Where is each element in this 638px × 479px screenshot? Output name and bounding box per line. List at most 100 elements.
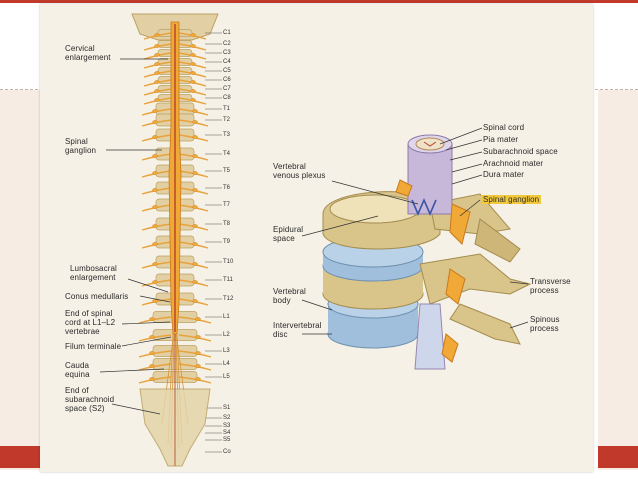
spinal-ganglion-c3-right — [190, 53, 196, 57]
spinal-ganglion-t6-left — [152, 188, 158, 192]
label-transverse-process: Transverse process — [530, 277, 571, 295]
label-dura-mater: Dura mater — [483, 170, 525, 179]
spinal-ganglion-c4-right — [190, 62, 196, 66]
spinal-ganglion-c4-left — [154, 62, 160, 66]
vertebra-label-t9: T9 — [223, 239, 231, 245]
spinal-ganglion-c6-right — [190, 80, 196, 84]
spinal-ganglion-t4-left — [152, 154, 158, 158]
spinal-ganglion-l1-left — [149, 317, 155, 321]
vertebra-label-c2: C2 — [223, 41, 231, 47]
label-spinal-ganglion-highlighted: Spinal ganglion — [481, 195, 542, 204]
vertebra-label-l2: L2 — [223, 332, 230, 338]
vertebra-label-s4: S4 — [223, 430, 231, 436]
vertebra-label-l1: L1 — [223, 314, 230, 320]
label-cervical-enlargement: Cervical enlargement — [65, 44, 111, 62]
label-end-of-subarachnoid-space: End of subarachnoid space (S2) — [65, 386, 115, 413]
label-arachnoid-mater: Arachnoid mater — [483, 159, 544, 168]
label-cauda-equina: Cauda equina — [65, 361, 90, 379]
vertebra-label-t2: T2 — [223, 117, 231, 123]
anatomy-illustration — [99, 13, 532, 467]
spinal-ganglion-l3-right — [195, 351, 201, 355]
bottom-left-accent — [0, 446, 40, 468]
vertebra-label-c5: C5 — [223, 68, 231, 74]
spinal-ganglion-t1-left — [152, 109, 158, 113]
vertebra-label-c1: C1 — [223, 30, 231, 36]
vertebra-label-c8: C8 — [223, 95, 231, 101]
label-spinal-cord: Spinal cord — [483, 123, 525, 132]
spinal-ganglion-t9-right — [192, 242, 198, 246]
spinal-ganglion-c2-right — [190, 44, 196, 48]
spinal-ganglion-l1-right — [195, 317, 201, 321]
left-side-panel — [0, 90, 40, 470]
spinal-ganglion-c5-left — [154, 71, 160, 75]
spinal-ganglion-c8-left — [154, 98, 160, 102]
vertebra-label-t10: T10 — [223, 259, 234, 265]
spinal-ganglion-l2-right — [195, 335, 201, 339]
vertebra-label-t5: T5 — [223, 168, 231, 174]
vertebra-label-t8: T8 — [223, 221, 231, 227]
spinal-ganglion-c6-left — [154, 80, 160, 84]
top-accent-bar — [0, 0, 638, 3]
spinal-ganglion-t1-right — [192, 109, 198, 113]
vertebra-label-c7: C7 — [223, 86, 231, 92]
spinal-ganglion-t2-left — [152, 120, 158, 124]
spinal-ganglion-t7-right — [192, 205, 198, 209]
vertebra-label-s5: S5 — [223, 437, 231, 443]
spinal-ganglion-t5-left — [152, 171, 158, 175]
vertebra-label-l5: L5 — [223, 374, 230, 380]
vertebra-label-t11: T11 — [223, 277, 233, 283]
spinal-ganglion-c7-right — [190, 89, 196, 93]
label-lumbosacral-enlargement: Lumbosacral enlargement — [70, 264, 117, 282]
spinal-ganglion-t8-right — [192, 224, 198, 228]
label-pia-mater: Pia mater — [483, 135, 519, 144]
vertebra-label-t7: T7 — [223, 202, 231, 208]
vertebra-label-t3: T3 — [223, 132, 231, 138]
spinal-ganglion-t11-left — [152, 280, 158, 284]
label-subarachnoid-space: Subarachnoid space — [483, 147, 558, 156]
label-conus-medullaris: Conus medullaris — [65, 292, 129, 301]
vertebra-label-t12: T12 — [223, 296, 234, 302]
label-intervertebral-disc: Intervertebral disc — [273, 321, 322, 339]
spinal-ganglion-t12-right — [192, 299, 198, 303]
spinal-nerves — [138, 32, 212, 384]
spinal-ganglion-l5-right — [195, 377, 201, 381]
vertebra-label-l4: L4 — [223, 361, 230, 367]
vertebra-label-l3: L3 — [223, 348, 230, 354]
spinal-ganglion-t12-left — [152, 299, 158, 303]
vertebra-label-t1: T1 — [223, 106, 231, 112]
vertebrae-cross-section — [322, 134, 532, 370]
spinal-ganglion-c5-right — [190, 71, 196, 75]
label-epidural-space: Epidural space — [273, 225, 304, 243]
spinal-ganglion-l3-left — [149, 351, 155, 355]
label-spinous-process: Spinous process — [530, 315, 560, 333]
spinal-ganglion-l5-left — [149, 377, 155, 381]
vertebra-label-c4: C4 — [223, 59, 231, 65]
spinal-ganglion-t11-right — [192, 280, 198, 284]
label-end-of-spinal-cord: End of spinal cord at L1–L2 vertebrae — [65, 309, 116, 336]
spinal-ganglion-t3-right — [192, 135, 198, 139]
vertebra-label-t4: T4 — [223, 151, 231, 157]
spinal-ganglion-c1-left — [154, 33, 160, 37]
vertebra-label-s3: S3 — [223, 423, 231, 429]
label-filum-terminale: Filum terminale — [65, 342, 122, 351]
bottom-right-accent — [598, 446, 638, 468]
spinal-ganglion-c7-left — [154, 89, 160, 93]
spinal-ganglion-c1-right — [190, 33, 196, 37]
spinal-ganglion-t2-right — [192, 120, 198, 124]
vertebra-label-t6: T6 — [223, 185, 231, 191]
spinal-ganglion-t10-left — [152, 262, 158, 266]
spinal-ganglion-l2-left — [149, 335, 155, 339]
vertebra-label-co: Co — [223, 449, 231, 455]
left-leader-lines — [99, 58, 172, 415]
spinal-ganglion-c2-left — [154, 44, 160, 48]
spinal-ganglion-c8-right — [190, 98, 196, 102]
spinal-ganglion-l4-right — [195, 364, 201, 368]
vertebra-label-s1: S1 — [223, 405, 231, 411]
spinal-ganglion-c3-left — [154, 53, 160, 57]
spinal-ganglion-t8-left — [152, 224, 158, 228]
spinal-ganglion-t7-left — [152, 205, 158, 209]
spinal-ganglion-l4-left — [149, 364, 155, 368]
label-spinal-ganglion-left: Spinal ganglion — [65, 137, 97, 155]
spinal-ganglion-t6-right — [192, 188, 198, 192]
